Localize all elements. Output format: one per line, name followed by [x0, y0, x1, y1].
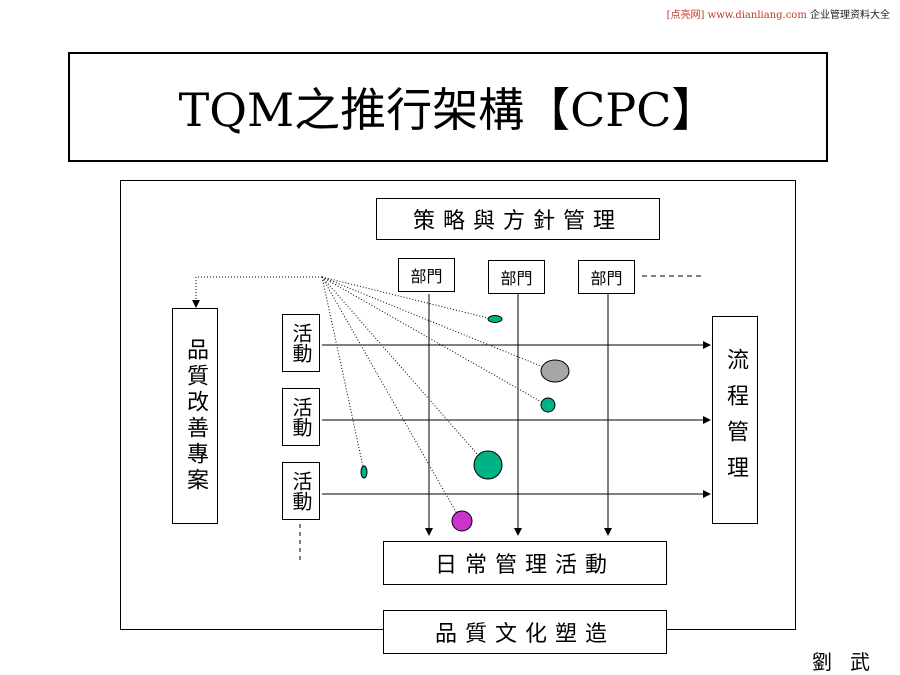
- bubble-3: [540, 397, 556, 413]
- ray-3: [321, 276, 546, 405]
- activity-label: 活動: [289, 397, 313, 437]
- dept-box-3: 部門: [578, 260, 635, 294]
- activity-label: 活動: [289, 471, 313, 511]
- ray-1: [321, 276, 493, 320]
- hub-connector: [192, 276, 322, 308]
- site-url-link[interactable]: www.dianliang.com: [707, 10, 807, 21]
- bubble-1: [487, 315, 503, 323]
- strategy-box: 策略與方針管理: [376, 198, 660, 240]
- activity-box-1: 活動: [282, 314, 320, 372]
- dept-label: 部門: [590, 269, 623, 288]
- bubble-2: [540, 359, 570, 383]
- page-title: TQM之推行架構【CPC】: [178, 83, 718, 137]
- dept-box-2: 部門: [488, 260, 545, 294]
- site-bracket-label: [点亮网]: [666, 10, 705, 21]
- activity-box-3: 活動: [282, 462, 320, 520]
- quality-project-label: 品質改善專案: [183, 338, 208, 494]
- quality-project-box: 品質改善專案: [172, 308, 218, 524]
- ray-6: [321, 276, 365, 472]
- bubble-4: [473, 450, 503, 480]
- process-management-label: 流程管理: [723, 348, 748, 492]
- process-management-box: 流程管理: [712, 316, 758, 524]
- dept-label: 部門: [500, 269, 533, 288]
- site-tagline: 企业管理资料大全: [810, 10, 890, 21]
- ray-4: [321, 276, 486, 464]
- quality-culture-label: 品質文化塑造: [434, 622, 615, 647]
- daily-management-label: 日常管理活動: [434, 553, 615, 578]
- dept-label: 部門: [410, 267, 443, 286]
- activity-box-2: 活動: [282, 388, 320, 446]
- activity-label: 活動: [289, 323, 313, 363]
- site-header: [点亮网] www.dianliang.com 企业管理资料大全: [667, 6, 890, 21]
- bubble-6: [360, 465, 368, 479]
- quality-culture-box: 品質文化塑造: [383, 610, 667, 654]
- ray-5: [321, 276, 461, 520]
- daily-management-box: 日常管理活動: [383, 541, 667, 585]
- strategy-label: 策略與方針管理: [412, 209, 623, 234]
- author-name: 劉武: [812, 650, 888, 674]
- title-box: TQM之推行架構【CPC】: [68, 52, 828, 162]
- dept-box-1: 部門: [398, 258, 455, 292]
- bubble-5: [451, 510, 473, 532]
